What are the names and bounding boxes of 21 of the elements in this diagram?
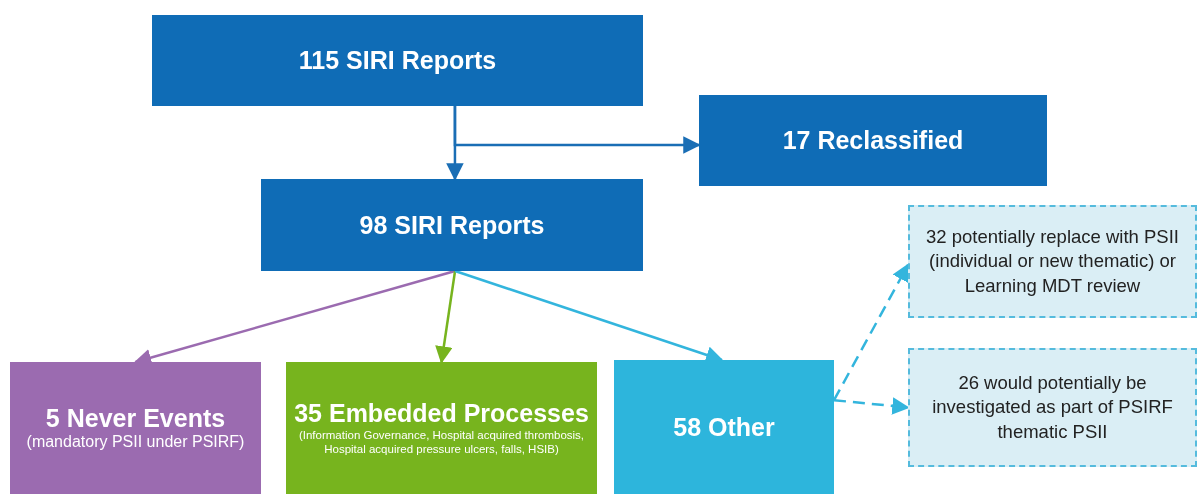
process-box [152, 15, 643, 106]
node-detail: (mandatory PSII under PSIRF) [26, 432, 245, 453]
process-box [614, 360, 834, 494]
node-title: 32 potentially replace with PSII (individual or new thematic) or Learning MDT review [925, 225, 1180, 298]
node-title: 58 Other [673, 412, 775, 442]
node-detail: (Information Governance, Hospital acquired thrombosis, Hospital acquired pressure ulcers, falls, HSIB) [297, 428, 586, 457]
arrow [833, 397, 910, 415]
note-box [908, 205, 1197, 318]
arrow [435, 270, 457, 364]
node-title: 17 Reclassified [782, 126, 964, 155]
process-box [286, 362, 597, 494]
node-title: 115 SIRI Reports [298, 46, 497, 75]
process-box [261, 179, 643, 271]
node-title: 5 Never Events [45, 403, 226, 433]
arrow [453, 106, 701, 154]
node-title: 26 would potentially be investigated as part of PSIRF thematic PSII [931, 371, 1174, 444]
process-box [699, 95, 1047, 186]
process-box [10, 362, 261, 494]
node-title: 35 Embedded Processes [294, 399, 589, 428]
node-title: 98 SIRI Reports [359, 210, 545, 240]
note-box [908, 348, 1197, 467]
